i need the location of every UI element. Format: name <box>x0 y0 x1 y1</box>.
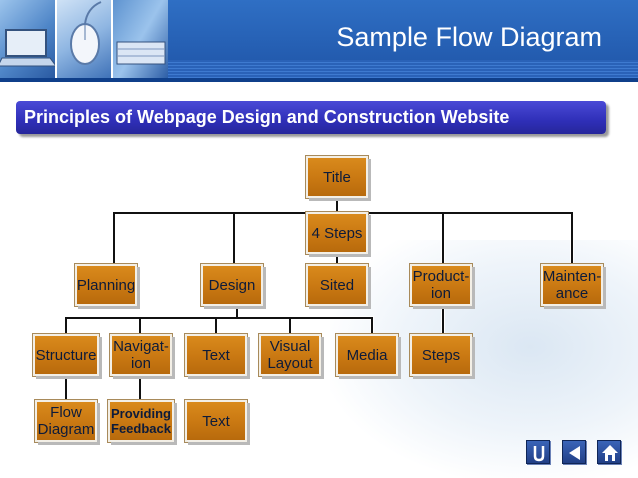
header-rule <box>0 78 638 82</box>
home-icon <box>602 445 618 461</box>
node-label: Text <box>202 412 230 430</box>
node-sited: Sited <box>306 264 368 306</box>
laptop-photo <box>0 0 57 78</box>
node-visual-layout: Visual Layout <box>259 334 321 376</box>
slide-title: Sample Flow Diagram <box>336 22 602 52</box>
node-label-line1: Product- <box>412 268 470 285</box>
header-bar: Sample Flow Diagram <box>0 0 638 78</box>
node-label: Design <box>208 276 256 294</box>
return-button[interactable] <box>526 440 550 464</box>
node-label: Steps <box>421 346 461 364</box>
node-label-line2: Diagram <box>37 421 95 438</box>
connector-level2-bus <box>65 317 373 334</box>
node-label: Structure <box>35 346 97 364</box>
node-label: Planning <box>76 276 136 294</box>
back-button[interactable] <box>562 440 586 464</box>
node-label-line1: Visual <box>269 338 311 355</box>
node-label: Sited <box>319 276 355 294</box>
node-label-line1: Flow <box>50 404 82 421</box>
node-label-line2: Feedback <box>111 421 171 436</box>
back-arrow-icon <box>569 446 580 460</box>
node-label: Title <box>323 168 351 186</box>
node-label: 4 Steps <box>311 224 363 242</box>
header-stripe-band <box>168 60 638 78</box>
node-label-line1: Providing <box>111 406 171 421</box>
node-providing-feedback: Providing Feedback <box>108 400 174 442</box>
node-4-steps: 4 Steps <box>306 212 368 254</box>
node-flow-diagram: Flow Diagram <box>35 400 97 442</box>
node-design: Design <box>201 264 263 306</box>
node-media: Media <box>336 334 398 376</box>
node-steps: Steps <box>410 334 472 376</box>
node-structure: Structure <box>33 334 99 376</box>
node-label-line2: ion <box>130 355 151 372</box>
node-navigation: Navigat- ion <box>110 334 172 376</box>
node-production: Product- ion <box>410 264 472 306</box>
header-photo-strip <box>0 0 169 78</box>
node-label: Text <box>202 346 230 364</box>
node-title: Title <box>306 156 368 198</box>
node-label-line1: Navigat- <box>113 338 169 355</box>
node-label-line1: Mainten- <box>542 268 602 285</box>
node-text-2: Text <box>185 400 247 442</box>
keyboard-photo <box>113 0 169 78</box>
node-text: Text <box>185 334 247 376</box>
node-label-line2: ion <box>430 285 451 302</box>
node-label-line2: ance <box>555 285 589 302</box>
node-label-line2: Layout <box>267 355 313 372</box>
node-label: Media <box>346 346 388 364</box>
node-planning: Planning <box>75 264 137 306</box>
subtitle-banner: Principles of Webpage Design and Constru… <box>16 101 606 134</box>
return-icon <box>533 446 545 462</box>
home-button[interactable] <box>597 440 621 464</box>
mouse-photo <box>56 0 114 78</box>
node-maintenance: Mainten- ance <box>541 264 603 306</box>
